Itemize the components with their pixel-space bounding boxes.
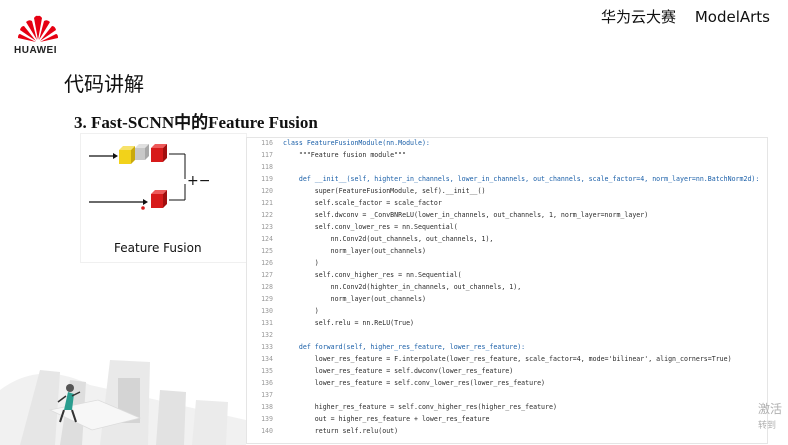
line-number: 133	[261, 343, 273, 351]
code-line: 131 self.relu = nn.ReLU(True)	[247, 319, 767, 331]
line-number: 131	[261, 319, 273, 327]
feature-fusion-diagram: +− Feature Fusion	[80, 133, 247, 263]
line-number: 124	[261, 235, 273, 243]
code-line: 129 norm_layer(out_channels)	[247, 295, 767, 307]
line-number: 140	[261, 427, 273, 435]
code-text: class FeatureFusionModule(nn.Module):	[283, 139, 430, 147]
code-text: norm_layer(out_channels)	[283, 295, 426, 303]
code-line: 140 return self.relu(out)	[247, 427, 767, 439]
code-text: nn.Conv2d(out_channels, out_channels, 1)…	[283, 235, 494, 243]
code-line: 127 self.conv_higher_res = nn.Sequential…	[247, 271, 767, 283]
code-line: 139 out = higher_res_feature + lower_res…	[247, 415, 767, 427]
line-number: 135	[261, 367, 273, 375]
decorative-illustration	[0, 300, 246, 445]
code-line: 136 lower_res_feature = self.conv_lower_…	[247, 379, 767, 391]
code-line: 120 super(FeatureFusionModule, self).__i…	[247, 187, 767, 199]
code-text: def __init__(self, highter_in_channels, …	[283, 175, 760, 183]
line-number: 128	[261, 283, 273, 291]
watermark-line-2: 转到	[758, 421, 777, 431]
code-text: out = higher_res_feature + lower_res_fea…	[283, 415, 490, 423]
line-number: 134	[261, 355, 273, 363]
code-line: 121 self.scale_factor = scale_factor	[247, 199, 767, 211]
code-text: self.conv_higher_res = nn.Sequential(	[283, 271, 462, 279]
line-number: 138	[261, 403, 273, 411]
code-line: 138 higher_res_feature = self.conv_highe…	[247, 403, 767, 415]
code-text: higher_res_feature = self.conv_higher_re…	[283, 403, 557, 411]
code-text: nn.Conv2d(highter_in_channels, out_chann…	[283, 283, 522, 291]
code-line: 130 )	[247, 307, 767, 319]
line-number: 119	[261, 175, 273, 183]
code-text: """Feature fusion module"""	[283, 151, 407, 159]
code-panel: 116 class FeatureFusionModule(nn.Module):…	[246, 137, 768, 444]
code-line: 119 def __init__(self, highter_in_channe…	[247, 175, 767, 187]
slide-title: 代码讲解	[64, 72, 144, 96]
code-line: 134 lower_res_feature = F.interpolate(lo…	[247, 355, 767, 367]
code-text: self.dwconv = _ConvBNReLU(lower_in_chann…	[283, 211, 649, 219]
brand-chinese: 华为云大赛	[601, 8, 677, 26]
code-text: super(FeatureFusionModule, self).__init_…	[283, 187, 486, 195]
code-text: self.relu = nn.ReLU(True)	[283, 319, 415, 327]
line-number: 130	[261, 307, 273, 315]
fusion-schematic: +−	[89, 144, 210, 210]
code-line: 123 self.conv_lower_res = nn.Sequential(	[247, 223, 767, 235]
code-text: )	[283, 307, 319, 315]
line-number: 117	[261, 151, 273, 159]
code-line: 133 def forward(self, higher_res_feature…	[247, 343, 767, 355]
code-line: 128 nn.Conv2d(highter_in_channels, out_c…	[247, 283, 767, 295]
code-line: 137	[247, 391, 767, 403]
line-number: 125	[261, 247, 273, 255]
code-line: 126 )	[247, 259, 767, 271]
line-number: 121	[261, 199, 273, 207]
code-text: def forward(self, higher_res_feature, lo…	[283, 343, 526, 351]
code-text: return self.relu(out)	[283, 427, 399, 435]
code-line: 132	[247, 331, 767, 343]
huawei-logo-text: HUAWEI	[14, 45, 57, 56]
line-number: 129	[261, 295, 273, 303]
code-text: self.conv_lower_res = nn.Sequential(	[283, 223, 458, 231]
line-number: 116	[261, 139, 273, 147]
code-line: 117 """Feature fusion module"""	[247, 151, 767, 163]
brand-modelarts: ModelArts	[694, 8, 770, 26]
code-line: 118	[247, 163, 767, 175]
line-number: 126	[261, 259, 273, 267]
line-number: 123	[261, 223, 273, 231]
code-line: 116 class FeatureFusionModule(nn.Module):	[247, 139, 767, 151]
code-text: lower_res_feature = self.conv_lower_res(…	[283, 379, 546, 387]
watermark-line-1: 激活	[758, 402, 783, 416]
code-line: 124 nn.Conv2d(out_channels, out_channels…	[247, 235, 767, 247]
huawei-logo-icon	[18, 15, 58, 42]
code-lines: 116 class FeatureFusionModule(nn.Module):…	[247, 138, 767, 439]
code-text: lower_res_feature = self.dwconv(lower_re…	[283, 367, 514, 375]
slide-subtitle: 3. Fast-SCNN中的Feature Fusion	[74, 113, 318, 132]
code-line: 135 lower_res_feature = self.dwconv(lowe…	[247, 367, 767, 379]
line-number: 137	[261, 391, 273, 399]
code-line: 125 norm_layer(out_channels)	[247, 247, 767, 259]
line-number: 118	[261, 163, 273, 171]
line-number: 139	[261, 415, 273, 423]
brand-line: 华为云大赛 ModelArts	[587, 6, 770, 27]
code-text: )	[283, 259, 319, 267]
code-line: 122 self.dwconv = _ConvBNReLU(lower_in_c…	[247, 211, 767, 223]
line-number: 122	[261, 211, 273, 219]
code-text: lower_res_feature = F.interpolate(lower_…	[283, 355, 732, 363]
line-number: 132	[261, 331, 273, 339]
diagram-caption: Feature Fusion	[114, 241, 202, 255]
line-number: 136	[261, 379, 273, 387]
code-text: self.scale_factor = scale_factor	[283, 199, 442, 207]
line-number: 127	[261, 271, 273, 279]
line-number: 120	[261, 187, 273, 195]
code-text: norm_layer(out_channels)	[283, 247, 426, 255]
plus-minus-symbol: +−	[187, 173, 210, 189]
